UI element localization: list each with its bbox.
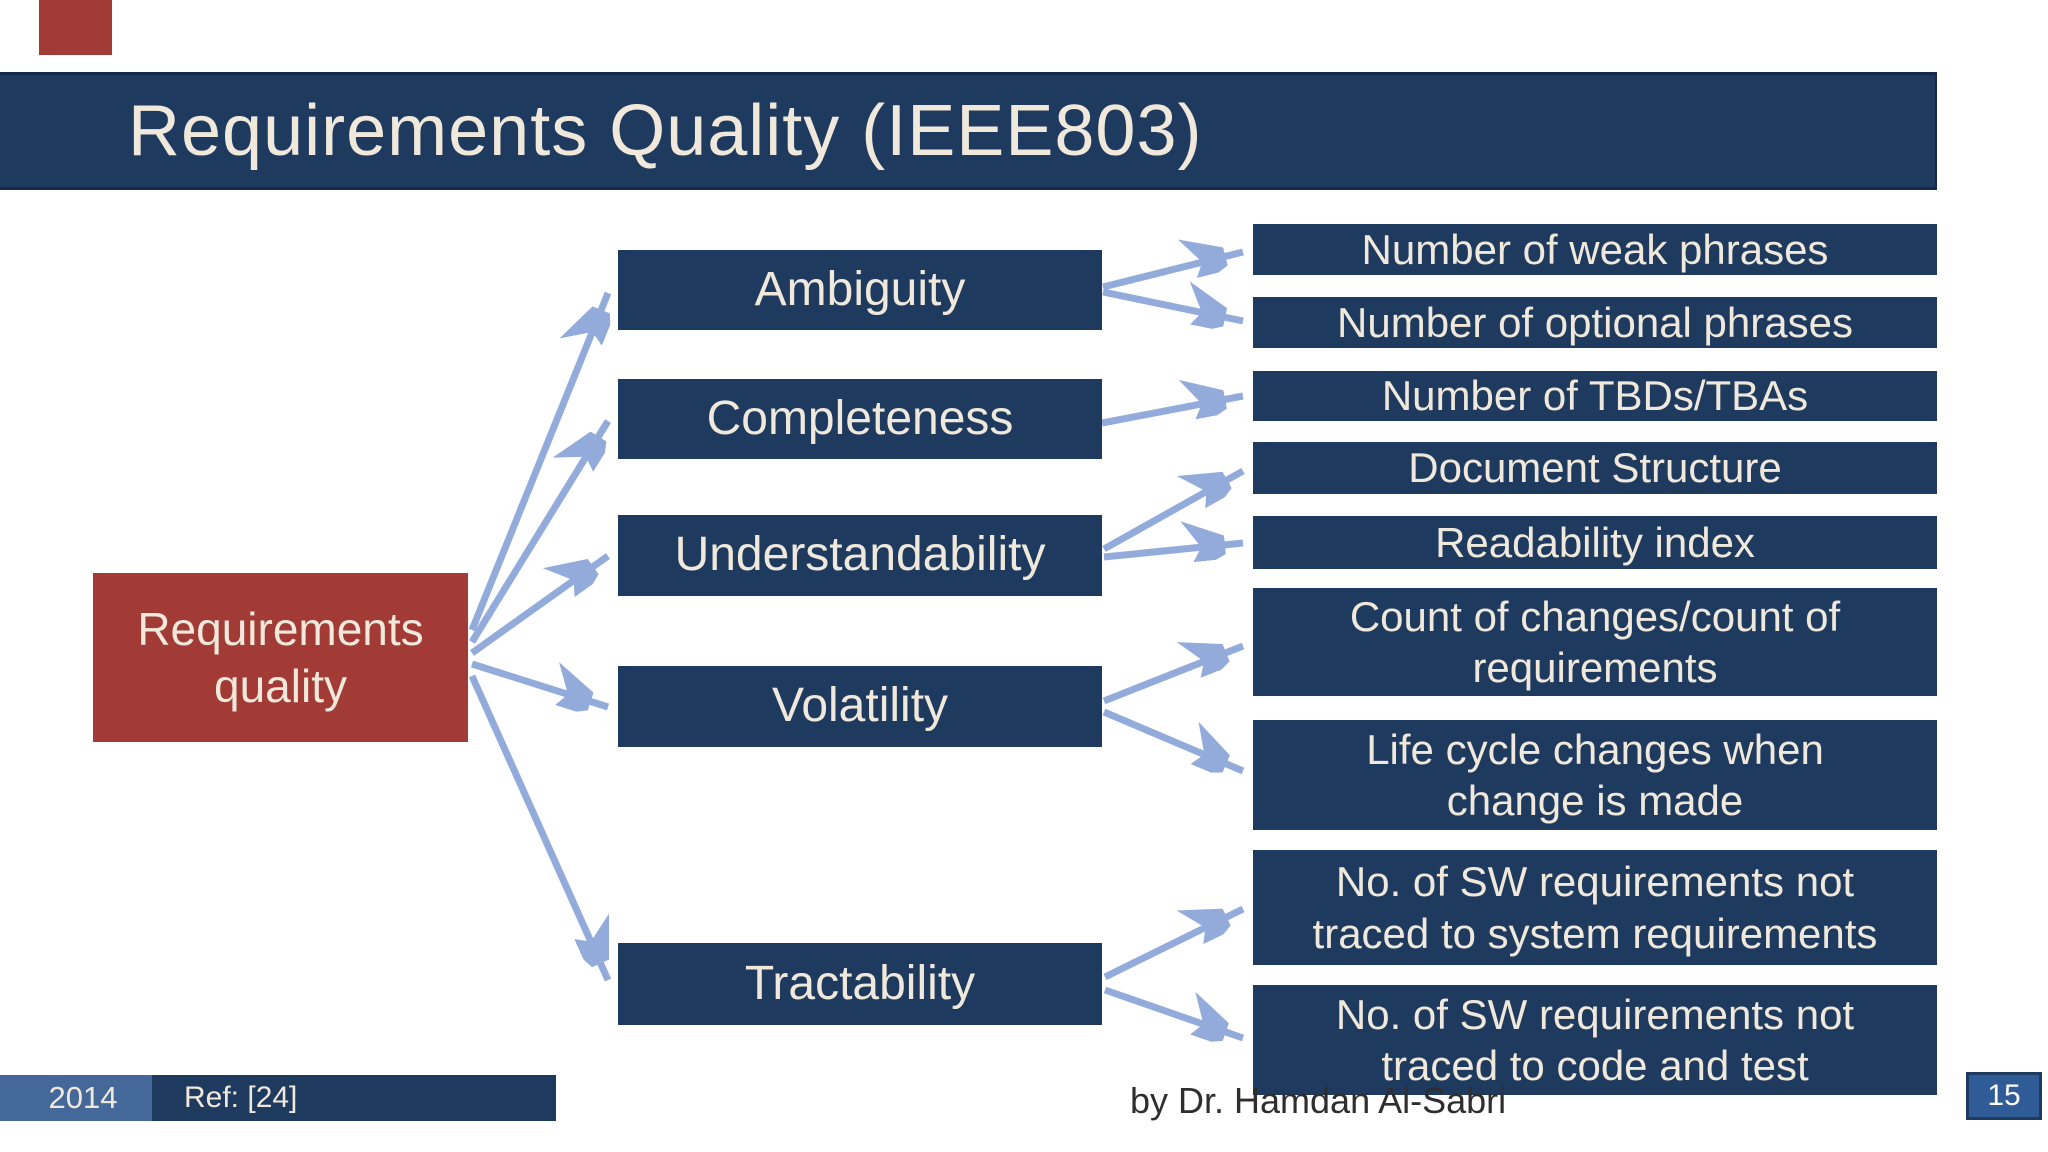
arrow-tractability-to-sw-code [1103, 986, 1245, 1038]
arrow-ambiguity-to-weak-phrases [1102, 252, 1244, 291]
node-ambiguity: Ambiguity [618, 250, 1102, 330]
metric-number-of-weak-phrases: Number of weak phrases [1253, 224, 1937, 275]
arrow-tractability-to-sw-system [1103, 905, 1245, 981]
arrow-root-to-tractability [468, 674, 612, 982]
footer-year-badge: 2014 [0, 1075, 152, 1121]
metric-count-of-changes: Count of changes/count of requirements [1253, 588, 1937, 696]
red-accent-rectangle [39, 0, 112, 55]
arrow-understandability-to-readability [1103, 543, 1244, 557]
arrow-root-to-ambiguity [468, 291, 608, 632]
metric-sw-not-traced-to-code: No. of SW requirements not traced to cod… [1253, 985, 1937, 1095]
node-volatility: Volatility [618, 666, 1102, 747]
page-title: Requirements Quality (IEEE803) [128, 91, 1203, 171]
arrow-volatility-to-count-changes [1102, 646, 1245, 705]
metric-sw-not-traced-to-system: No. of SW requirements not traced to sys… [1253, 850, 1937, 965]
arrow-ambiguity-to-optional-phrases [1102, 292, 1244, 321]
node-requirements-quality: Requirements quality [93, 573, 468, 742]
arrow-root-to-understandability [469, 553, 611, 656]
arrow-completeness-to-tbds [1101, 396, 1244, 427]
footer-reference: Ref: [24] [152, 1075, 556, 1121]
node-completeness: Completeness [618, 379, 1102, 459]
arrow-understandability-to-doc-structure [1102, 467, 1245, 553]
metric-number-of-tbds-tbas: Number of TBDs/TBAs [1253, 371, 1937, 421]
title-bar: Requirements Quality (IEEE803) [0, 72, 1937, 190]
metric-document-structure: Document Structure [1253, 442, 1937, 494]
metric-number-of-optional-phrases: Number of optional phrases [1253, 297, 1937, 348]
node-understandability: Understandability [618, 515, 1102, 596]
arrow-root-to-completeness [469, 419, 611, 644]
page-number-badge: 15 [1966, 1072, 2042, 1120]
footer-author: by Dr. Hamdan Al-Sabri [1130, 1080, 1507, 1121]
metric-life-cycle-changes: Life cycle changes when change is made [1253, 720, 1937, 830]
node-tractability: Tractability [618, 943, 1102, 1025]
arrow-volatility-to-lifecycle [1102, 708, 1245, 775]
arrow-root-to-volatility [470, 660, 610, 707]
metric-readability-index: Readability index [1253, 516, 1937, 569]
